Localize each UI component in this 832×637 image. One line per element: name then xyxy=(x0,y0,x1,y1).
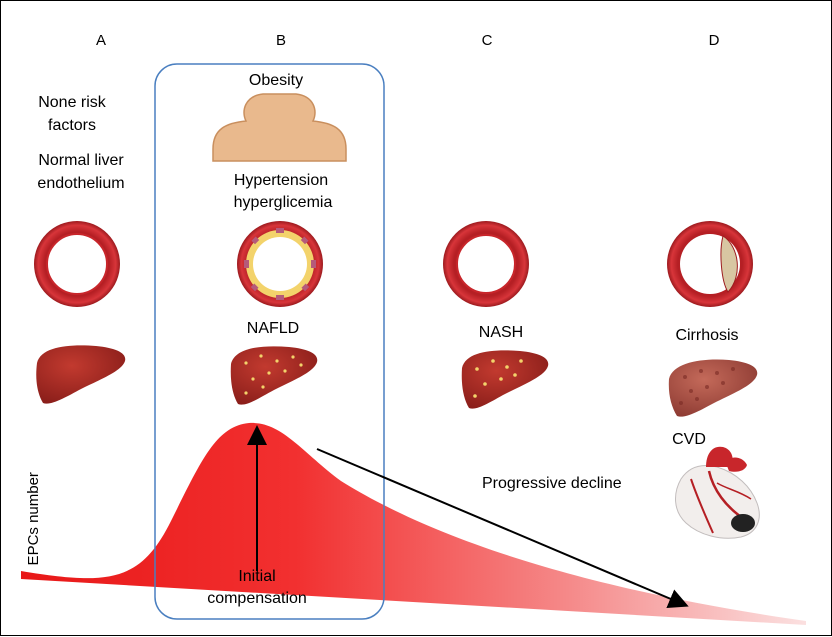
epc-curve xyxy=(21,422,806,625)
hyperglicemia-label: hyperglicemia xyxy=(233,194,333,211)
stage-a-risk-line1: None risk xyxy=(38,94,106,111)
hypertension-label: Hypertension xyxy=(233,172,329,189)
obesity-torso-icon xyxy=(212,93,347,162)
stage-a-liver-line2: endothelium xyxy=(37,175,125,192)
vessel-early-plaque-icon xyxy=(237,221,323,307)
nafld-label: NAFLD xyxy=(246,320,300,337)
stage-a-risk-line2: factors xyxy=(47,117,97,134)
vessel-thickened-icon xyxy=(443,221,529,307)
cvd-label: CVD xyxy=(672,431,706,448)
cirrhosis-label: Cirrhosis xyxy=(675,327,739,344)
epc-axis-label: EPCs number xyxy=(24,472,42,566)
liver-cirrhosis-icon xyxy=(668,359,758,417)
stage-b-box xyxy=(154,63,385,620)
column-c-label: C xyxy=(481,32,493,49)
liver-nash-icon xyxy=(461,350,549,409)
stage-a-liver-line1: Normal liver xyxy=(38,152,124,169)
obesity-label: Obesity xyxy=(248,72,304,89)
nash-label: NASH xyxy=(478,324,524,341)
heart-cvd-icon xyxy=(675,446,760,539)
column-a-label: A xyxy=(95,32,107,49)
initial-compensation-line2: compensation xyxy=(207,590,307,607)
progressive-decline-label: Progressive decline xyxy=(482,475,622,492)
vessel-plaque-icon xyxy=(667,221,753,307)
initial-compensation-line1: Initial xyxy=(238,568,276,585)
liver-healthy-icon xyxy=(36,345,126,404)
vessel-normal-icon xyxy=(34,221,120,307)
column-d-label: D xyxy=(708,32,720,49)
decline-arrow xyxy=(316,448,689,608)
liver-nafld-icon xyxy=(230,346,318,405)
column-b-label: B xyxy=(275,32,287,49)
